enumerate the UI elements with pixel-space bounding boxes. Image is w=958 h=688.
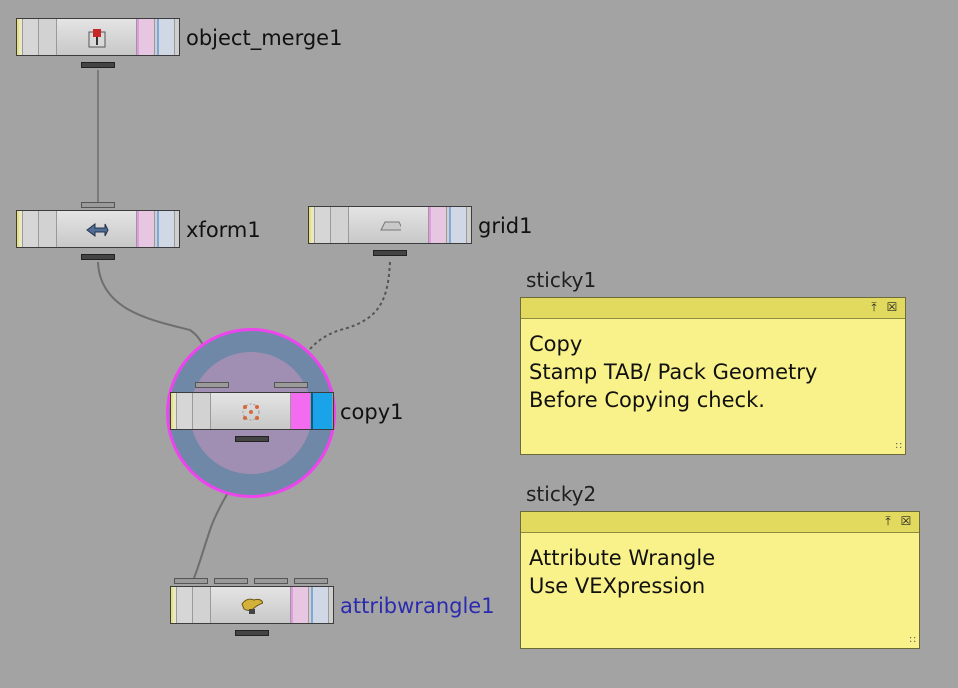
display-flag[interactable]: [311, 393, 333, 429]
input-port-right[interactable]: [274, 382, 308, 388]
bypass-flag[interactable]: [171, 587, 177, 623]
display-flag[interactable]: [157, 19, 175, 55]
input-port-2[interactable]: [214, 578, 248, 584]
wrangle-icon: [239, 595, 263, 617]
grid-icon: [377, 215, 401, 237]
render-flag[interactable]: [291, 587, 309, 623]
input-port-left[interactable]: [195, 382, 229, 388]
input-port-1[interactable]: [174, 578, 208, 584]
input-port[interactable]: [81, 202, 115, 208]
display-flag[interactable]: [449, 207, 467, 243]
output-port[interactable]: [81, 254, 115, 260]
output-port[interactable]: [81, 62, 115, 68]
close-icon[interactable]: ☒: [900, 514, 912, 528]
sticky-note[interactable]: ⤒ ☒ Attribute Wrangle Use VEXpression ∷: [520, 511, 920, 649]
render-flag[interactable]: [137, 211, 155, 247]
bypass-flag[interactable]: [17, 211, 23, 247]
sticky-note-title[interactable]: sticky1: [526, 268, 597, 292]
template-flag[interactable]: [39, 19, 57, 55]
render-flag[interactable]: [291, 393, 311, 429]
node-label[interactable]: attribwrangle1: [340, 594, 495, 618]
input-port-3[interactable]: [254, 578, 288, 584]
lock-flag[interactable]: [315, 207, 331, 243]
sticky-note-header[interactable]: ⤒ ☒: [521, 512, 919, 533]
sticky-note-header[interactable]: ⤒ ☒: [521, 298, 905, 319]
node-label[interactable]: copy1: [340, 400, 404, 424]
node-grid[interactable]: [308, 206, 472, 244]
lock-flag[interactable]: [177, 587, 193, 623]
template-flag[interactable]: [39, 211, 57, 247]
bypass-flag[interactable]: [309, 207, 315, 243]
output-port[interactable]: [235, 436, 269, 442]
node-copy[interactable]: [170, 392, 334, 430]
output-port[interactable]: [235, 630, 269, 636]
lock-flag[interactable]: [23, 19, 39, 55]
pin-icon[interactable]: ⤒: [871, 300, 877, 314]
sticky-note-text[interactable]: Copy Stamp TAB/ Pack Geometry Before Cop…: [529, 332, 818, 412]
transform-icon: [85, 219, 109, 241]
resize-grip-icon[interactable]: ∷: [895, 441, 902, 452]
copy-stamp-icon: [239, 401, 263, 423]
render-flag[interactable]: [137, 19, 155, 55]
input-port-4[interactable]: [294, 578, 328, 584]
template-flag[interactable]: [193, 393, 211, 429]
lock-flag[interactable]: [177, 393, 193, 429]
bypass-flag[interactable]: [17, 19, 23, 55]
template-flag[interactable]: [331, 207, 349, 243]
sticky-note[interactable]: ⤒ ☒ Copy Stamp TAB/ Pack Geometry Before…: [520, 297, 906, 455]
node-xform[interactable]: [16, 210, 180, 248]
object-merge-icon: [85, 27, 109, 49]
pin-icon[interactable]: ⤒: [885, 514, 891, 528]
node-attribwrangle[interactable]: [170, 586, 334, 624]
resize-grip-icon[interactable]: ∷: [909, 635, 916, 646]
close-icon[interactable]: ☒: [886, 300, 898, 314]
bypass-flag[interactable]: [171, 393, 177, 429]
lock-flag[interactable]: [23, 211, 39, 247]
display-flag[interactable]: [311, 587, 329, 623]
render-flag[interactable]: [429, 207, 447, 243]
node-label[interactable]: grid1: [478, 214, 533, 238]
output-port[interactable]: [373, 250, 407, 256]
node-object-merge[interactable]: [16, 18, 180, 56]
template-flag[interactable]: [193, 587, 211, 623]
sticky-note-text[interactable]: Attribute Wrangle Use VEXpression: [529, 546, 716, 598]
node-label[interactable]: object_merge1: [186, 26, 343, 50]
node-label[interactable]: xform1: [186, 218, 261, 242]
display-flag[interactable]: [157, 211, 175, 247]
sticky-note-title[interactable]: sticky2: [526, 482, 597, 506]
